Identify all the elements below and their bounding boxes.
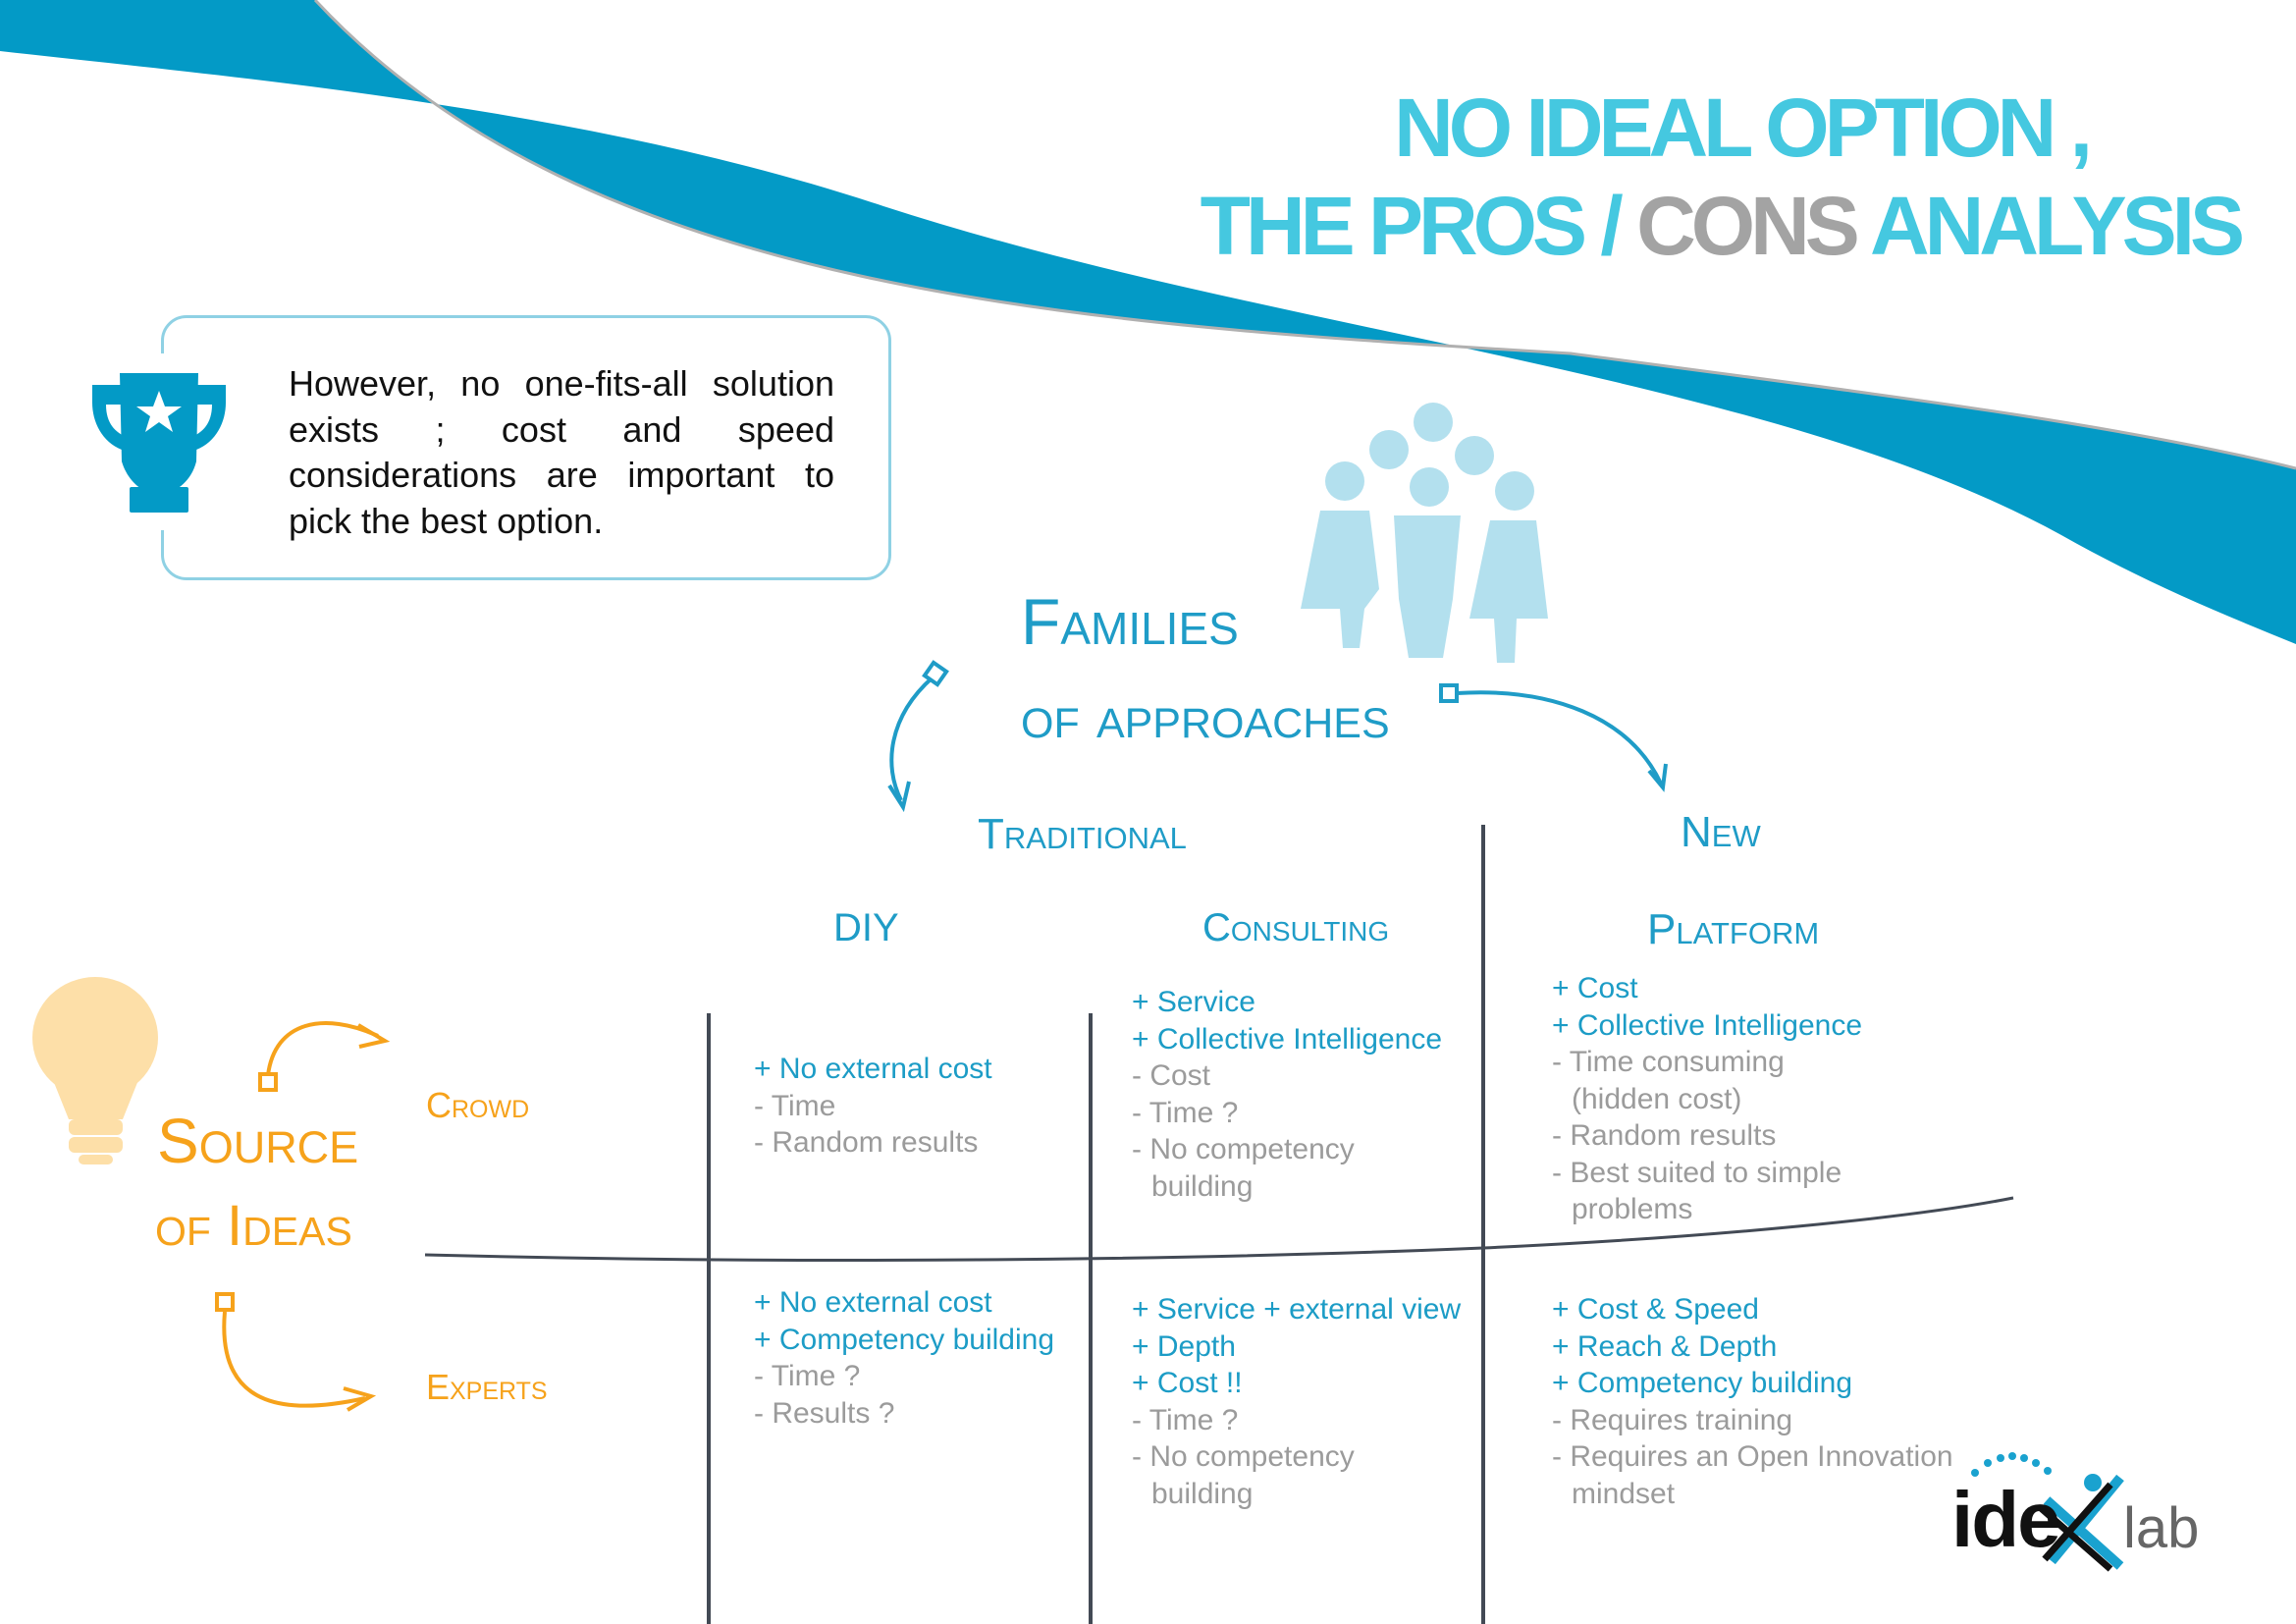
list-item: - Time ? (1132, 1096, 1239, 1129)
trophy-icon (92, 373, 226, 513)
row-divider-line (424, 1196, 2014, 1263)
column-platform: Platform (1647, 905, 1820, 953)
title-cons: CONS (1636, 180, 1860, 272)
list-item: + No external cost (754, 1286, 992, 1319)
column-consulting: Consulting (1202, 906, 1390, 949)
list-item: - Cost (1132, 1059, 1211, 1092)
cell-crowd-platform: + Cost + Collective Intelligence - Time co… (1552, 970, 1862, 1228)
row-crowd: Crowd (426, 1085, 530, 1125)
list-item: + Competency building (754, 1323, 1055, 1356)
source-subheading: of Ideas (155, 1194, 352, 1258)
cell-crowd-consulting: + Service + Collective Intelligence- Cost… (1132, 984, 1442, 1205)
list-item: building (1151, 1477, 1254, 1510)
list-item: - Time consuming (1552, 1046, 1785, 1078)
list-item: problems (1572, 1193, 1693, 1225)
list-item: building (1151, 1169, 1254, 1203)
list-item: + Cost & Speed (1552, 1293, 1759, 1326)
families-subheading: of approaches (1021, 683, 1390, 751)
list-item: - Random results (754, 1126, 979, 1159)
list-item: + Competency building (1552, 1367, 1853, 1399)
idexlab-logo (1971, 1452, 2124, 1572)
list-item: + No external cost (754, 1053, 992, 1085)
list-item: - No competency (1132, 1133, 1355, 1165)
arrow-experts-icon (215, 1292, 377, 1412)
list-item: - Time (754, 1089, 836, 1122)
list-item: mindset (1572, 1477, 1676, 1510)
title-line-1: NO IDEAL OPTION , (1394, 81, 2093, 174)
blue-swoosh (0, 0, 2296, 644)
title-pros: THE PROS / (1200, 180, 1637, 272)
swoosh-edge-line (313, 0, 2296, 470)
families-heading: Families (1021, 585, 1239, 658)
callout-text: However, no one-fits-all solution exists… (289, 363, 834, 541)
cell-crowd-diy: + No external cost - Time - Random results (754, 1051, 992, 1162)
people-group-icon (1301, 403, 1548, 663)
list-item: - Requires an Open Innovation (1552, 1440, 1953, 1473)
list-item: - Requires training (1552, 1403, 1793, 1436)
source-heading: Source (157, 1106, 359, 1176)
list-item: + Cost (1552, 972, 1638, 1004)
title-line-2: THE PROS / CONS ANALYSIS (1201, 185, 2245, 267)
list-item: (hidden cost) (1572, 1082, 1742, 1115)
lightbulb-icon (32, 977, 158, 1164)
row-experts: Experts (426, 1367, 548, 1407)
arrow-new-icon (1439, 683, 1668, 792)
list-item: + Collective Intelligence (1552, 1008, 1863, 1042)
divider-source-diy (707, 1013, 711, 1624)
title-analysis: ANALYSIS (1854, 180, 2245, 272)
list-item: + Reach & Depth (1552, 1329, 1778, 1363)
cell-experts-consulting: + Service + external view+ Depth + Cost !… (1132, 1291, 1461, 1512)
cell-experts-diy: + No external cost + Competency building -… (754, 1284, 1054, 1432)
logo-text-ide: ide (1951, 1476, 2061, 1563)
arrow-traditional-icon (887, 660, 949, 813)
divider-diy-consulting (1089, 1013, 1093, 1624)
cell-experts-platform: + Cost & Speed+ Reach & Depth + Competenc… (1552, 1291, 1953, 1512)
list-item: + Cost !! (1132, 1367, 1243, 1399)
list-item: + Service (1132, 986, 1255, 1018)
list-item: - Time ? (1132, 1403, 1239, 1436)
list-item: - Random results (1552, 1119, 1777, 1152)
group-new: New (1681, 808, 1761, 856)
group-traditional: Traditional (978, 810, 1187, 858)
arrow-crowd-icon (258, 1021, 391, 1092)
list-item: - Time ? (754, 1360, 861, 1392)
list-item: + Service + external view (1132, 1293, 1462, 1326)
list-item: - Best suited to simple (1552, 1156, 1842, 1189)
list-item: + Collective Intelligence (1132, 1022, 1443, 1056)
column-diy: DIY (833, 906, 899, 949)
list-item: - No competency (1132, 1440, 1355, 1473)
list-item: + Depth (1132, 1329, 1236, 1363)
list-item: - Results ? (754, 1396, 895, 1430)
divider-traditional-new (1481, 825, 1485, 1624)
logo-text-lab: lab (2123, 1496, 2200, 1560)
